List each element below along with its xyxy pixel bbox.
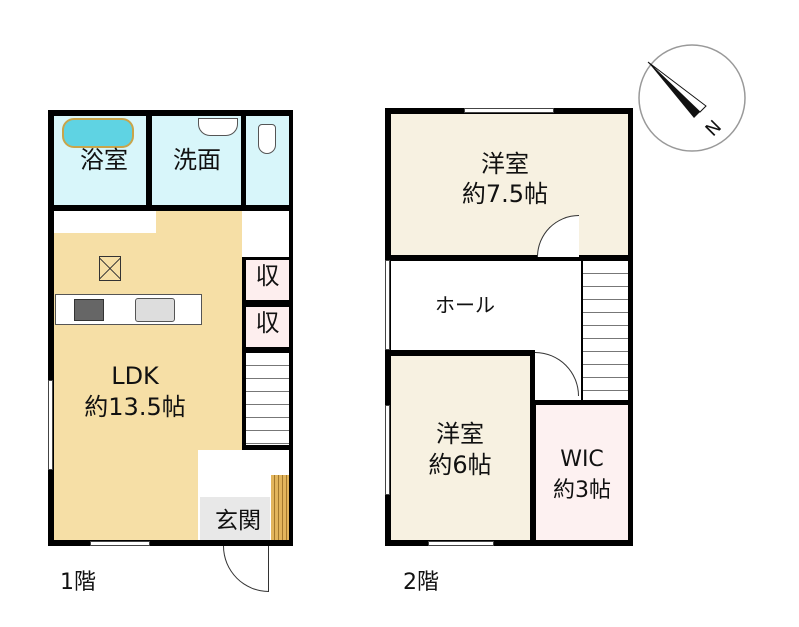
bathtub [62,118,134,148]
ldk-room-right [54,211,195,540]
walk-in-closet [536,405,628,540]
room-label-entrance: 玄関 [215,508,261,534]
room-size-wic: 約3帖 [553,478,611,503]
storage-2 [246,307,289,347]
room-label-wic: WIC [560,447,604,472]
stove-icon [74,299,104,321]
window [48,380,53,470]
room-label-western-1: 洋室 [481,150,529,178]
room-label-hall: ホール [435,293,495,317]
stairs-2f [583,261,628,400]
room-label-ldk: LDK [111,362,159,390]
western-room-1 [391,114,628,255]
stairs-1f [246,353,289,445]
kitchen-sink-icon [135,298,175,322]
window [464,108,554,113]
window [385,405,390,495]
room-size-western-2: 約6帖 [428,451,492,479]
window [90,541,150,546]
room-label-bath: 浴室 [80,146,128,174]
storage-1 [246,260,289,300]
western-room-2 [391,356,530,540]
hall-area [242,211,289,257]
hall-2f [391,261,581,350]
toilet-icon [258,124,276,154]
entrance-tiles [200,497,270,540]
window [428,541,494,546]
floor-1-title: 1階 [60,570,96,595]
counter-shelf [54,211,156,233]
room-label-storage: 収 [255,309,280,337]
window [385,260,390,350]
range-hood-icon [99,256,121,281]
shoe-cabinet [271,475,289,540]
room-size-western-1: 約7.5帖 [461,180,549,208]
floor-2-title: 2階 [403,570,439,595]
room-label-western-2: 洋室 [436,420,484,448]
sink-icon [198,118,238,136]
room-label-storage: 収 [255,262,280,290]
room-size-ldk: 約13.5帖 [84,393,186,421]
room-label-washroom: 洗面 [173,146,221,174]
